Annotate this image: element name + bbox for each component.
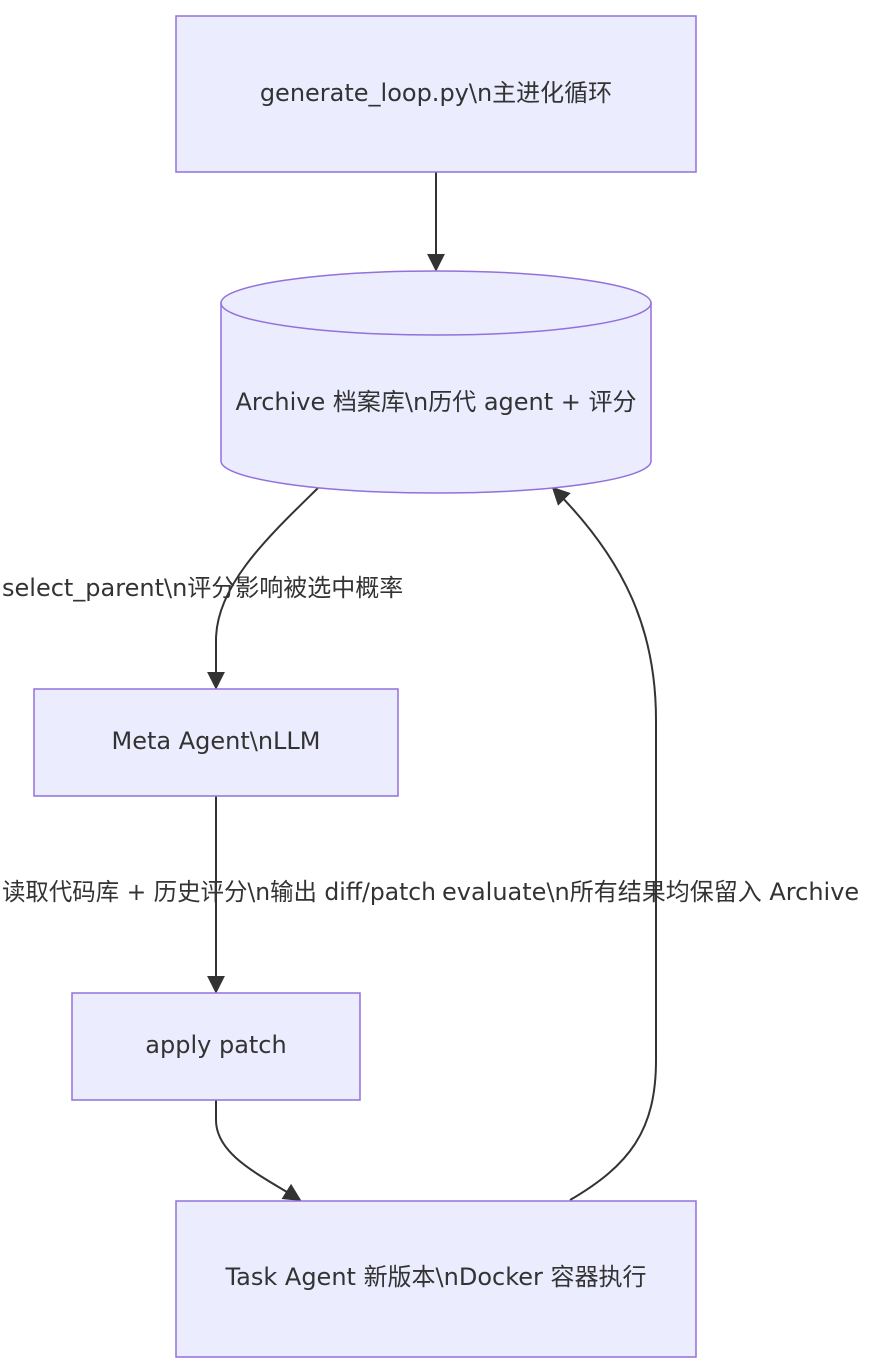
node-task-agent-label: Task Agent 新版本\nDocker 容器执行 [224, 1263, 646, 1291]
edge-apply-patch-to-task-agent [215, 1100, 302, 1201]
edge-task-agent-to-archive [551, 486, 657, 1201]
node-meta-agent-label: Meta Agent\nLLM [111, 727, 320, 755]
edge-label-read-codebase: 读取代码库 + 历史评分\n输出 diff/patch [2, 878, 436, 906]
node-apply-patch-label: apply patch [145, 1031, 286, 1059]
edge-label-select-parent: select_parent\n评分影响被选中概率 [2, 574, 403, 602]
node-archive-database: Archive 档案库\n历代 agent + 评分 [220, 270, 652, 494]
node-generate-loop-label: generate_loop.py\n主进化循环 [260, 79, 612, 107]
node-archive-label: Archive 档案库\n历代 agent + 评分 [235, 388, 636, 416]
edge-archive-to-meta-agent [207, 487, 319, 690]
node-apply-patch: apply patch [71, 992, 361, 1101]
edge-label-evaluate: evaluate\n所有结果均保留入 Archive [442, 878, 859, 906]
node-meta-agent: Meta Agent\nLLM [33, 688, 399, 797]
node-task-agent: Task Agent 新版本\nDocker 容器执行 [175, 1200, 697, 1358]
node-generate-loop: generate_loop.py\n主进化循环 [175, 15, 697, 173]
